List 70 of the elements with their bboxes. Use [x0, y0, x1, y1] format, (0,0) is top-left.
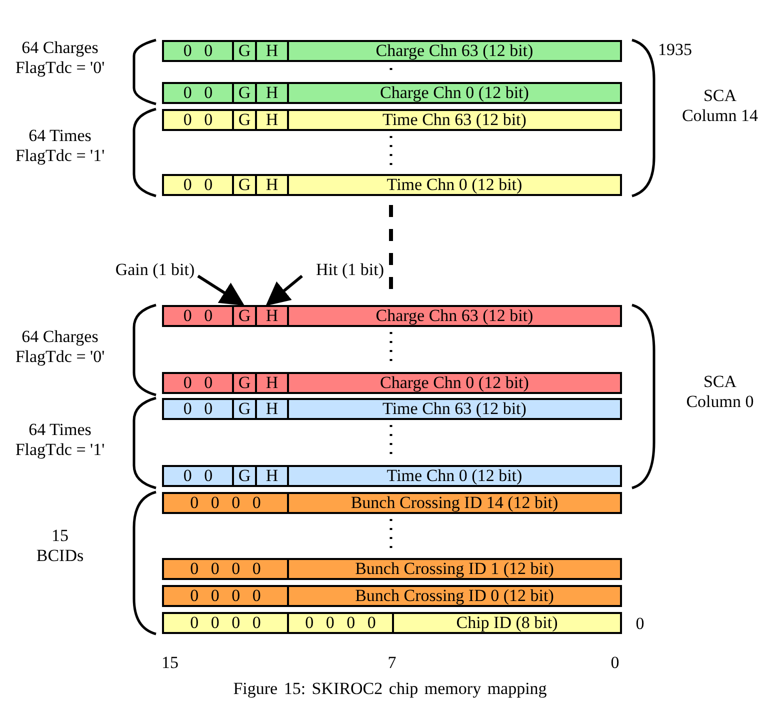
- register-row: [162, 612, 622, 634]
- bracket-label: 64 Times FlagTdc = '1': [14, 420, 106, 460]
- bracket-label: 1935: [657, 40, 693, 60]
- bit-field: Time Chn 63 (12 bit): [287, 400, 620, 418]
- bit-field: H: [255, 400, 287, 418]
- bit-field: Charge Chn 63 (12 bit): [287, 307, 620, 325]
- bit-field: G: [232, 467, 255, 485]
- bracket-label: 15 BCIDs: [35, 526, 85, 566]
- bit-field: G: [232, 42, 255, 60]
- bit-field: Charge Chn 0 (12 bit): [287, 84, 620, 102]
- bit-field: H: [255, 111, 287, 129]
- bit-field: 0 0 0 0: [164, 560, 287, 578]
- bit-field: Time Chn 0 (12 bit): [287, 176, 620, 194]
- bracket-label: 64 Charges FlagTdc = '0': [14, 38, 106, 78]
- bit-field: H: [255, 84, 287, 102]
- register-row: [162, 305, 622, 327]
- bit-field: H: [255, 42, 287, 60]
- bit-field: 0 0 0 0: [164, 587, 287, 605]
- bit-field: Charge Chn 63 (12 bit): [287, 42, 620, 60]
- register-row: [162, 585, 622, 607]
- bit-field: H: [255, 374, 287, 392]
- bit-number: 7: [386, 653, 398, 673]
- bracket-label: 64 Times FlagTdc = '1': [14, 126, 106, 166]
- bit-field: G: [232, 84, 255, 102]
- register-row: [162, 492, 622, 514]
- bit-field: G: [232, 307, 255, 325]
- bit-field: G: [232, 400, 255, 418]
- bit-field: Time Chn 63 (12 bit): [287, 111, 620, 129]
- bit-field: 0 0: [164, 467, 232, 485]
- bit-field: 0 0: [164, 84, 232, 102]
- annotation-text: Hit (1 bit): [300, 260, 400, 280]
- register-row: [162, 372, 622, 394]
- bit-field: 0 0: [164, 176, 232, 194]
- bracket-label: SCA Column 14: [680, 86, 759, 126]
- bit-field: Time Chn 0 (12 bit): [287, 467, 620, 485]
- bit-field: Bunch Crossing ID 14 (12 bit): [287, 494, 620, 512]
- leader-arrow: [266, 274, 303, 306]
- bracket-label: 64 Charges FlagTdc = '0': [14, 327, 106, 367]
- leader-arrow: [197, 274, 245, 306]
- bit-field: 0 0 0 0: [164, 614, 287, 632]
- bit-field: Charge Chn 0 (12 bit): [287, 374, 620, 392]
- bit-number: 0: [610, 653, 620, 673]
- register-row: [162, 465, 622, 487]
- bit-field: 0 0: [164, 400, 232, 418]
- bracket-label: SCA Column 0: [685, 372, 755, 412]
- bit-field: 0 0 0 0: [164, 494, 287, 512]
- register-row: [162, 174, 622, 196]
- register-row: [162, 109, 622, 131]
- bit-field: Chip ID (8 bit): [392, 614, 620, 632]
- bit-field: 0 0: [164, 307, 232, 325]
- bit-field: 0 0 0 0: [287, 614, 392, 632]
- bit-field: H: [255, 307, 287, 325]
- bit-field: H: [255, 176, 287, 194]
- bit-field: H: [255, 467, 287, 485]
- figure-caption: Figure 15: SKIROC2 chip memory mapping: [232, 679, 548, 699]
- register-row: [162, 558, 622, 580]
- register-row: [162, 40, 622, 62]
- bit-field: 0 0: [164, 374, 232, 392]
- bit-field: G: [232, 374, 255, 392]
- bit-field: Bunch Crossing ID 0 (12 bit): [287, 587, 620, 605]
- register-row: [162, 398, 622, 420]
- bit-number: 15: [160, 653, 180, 673]
- bit-field: G: [232, 111, 255, 129]
- register-row: [162, 82, 622, 104]
- bit-field: 0 0: [164, 42, 232, 60]
- bit-number: 0: [634, 614, 646, 634]
- bit-field: 0 0: [164, 111, 232, 129]
- bit-field: Bunch Crossing ID 1 (12 bit): [287, 560, 620, 578]
- bit-field: G: [232, 176, 255, 194]
- annotation-text: Gain (1 bit): [100, 260, 210, 280]
